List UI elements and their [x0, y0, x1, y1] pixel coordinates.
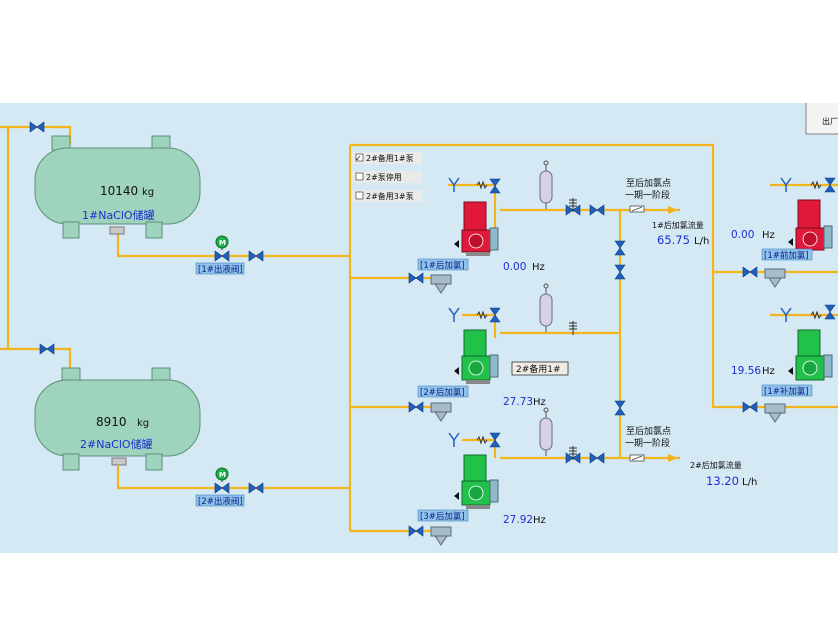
cal-column-2 — [539, 283, 553, 333]
outlet-valve-1-tag: [1#出液阀] — [195, 262, 245, 275]
pump-2-label: [2#后加氯] — [420, 387, 465, 398]
standby-option-2-label: 2#泵停用 — [366, 172, 402, 182]
outlet-valve-1[interactable]: M — [214, 235, 230, 262]
pump-1-unit: Hz — [532, 262, 545, 273]
pump-2-unit: Hz — [533, 397, 546, 408]
pump-2[interactable] — [448, 307, 501, 384]
outlet-valve-2-tag: [2#出液阀] — [195, 494, 245, 507]
corner-info-text: 出厂 — [822, 116, 838, 126]
cal-column-3 — [539, 407, 553, 457]
pump-1-inlet-valve[interactable] — [408, 272, 424, 284]
tank-2[interactable]: 8910 kg 2#NaClO储罐 — [34, 367, 201, 471]
pump-1-label: [1#后加氯] — [420, 260, 465, 271]
standby-option-3-label: 2#备用3#泵 — [366, 191, 414, 201]
right-pump-1-tag: [1#前加氯] — [761, 248, 813, 261]
tank-1-unit: kg — [142, 187, 154, 198]
crossover-valve-1[interactable] — [614, 240, 626, 256]
pump-2-freq: 27.73 — [503, 396, 533, 408]
tank-2-unit: kg — [137, 418, 149, 429]
standby-option-1-label: 2#备用1#泵 — [366, 153, 414, 163]
discharge-valve-1b[interactable] — [589, 204, 605, 216]
flow-1-value: 65.75 — [657, 233, 690, 247]
pump-3-tag: [3#后加氯] — [417, 509, 469, 522]
outlet-valve-1-label: [1#出液阀] — [198, 264, 243, 275]
standby-status-box: 2#备用1# — [511, 361, 569, 376]
right-pump-2-inlet-valve[interactable] — [742, 401, 758, 413]
discharge-valve-3b[interactable] — [589, 452, 605, 464]
tank-2-weight: 8910 — [96, 415, 127, 429]
right-pump-1[interactable] — [780, 177, 836, 251]
standby-option-3[interactable]: 2#备用3#泵 — [352, 190, 422, 202]
motor-badge-2: M — [219, 471, 226, 479]
right-pump-1-label: [1#前加氯] — [764, 250, 809, 261]
right-pump-1-inlet-valve[interactable] — [742, 266, 758, 278]
pump-2-filter — [430, 402, 452, 422]
right-pump-1-freq: 0.00 — [731, 229, 754, 241]
crossover-valve-3[interactable] — [614, 400, 626, 416]
right-pump-1-filter — [764, 268, 786, 288]
outlet-valve-2-label: [2#出液阀] — [198, 496, 243, 507]
destination-2: 至后加氯点 一期一阶段 2#后加氯流量 13.20 L/h — [625, 425, 757, 488]
pump-2-inlet-valve[interactable] — [408, 401, 424, 413]
right-pump-2-freq: 19.56 — [731, 365, 761, 377]
tank-2-name: 2#NaClO储罐 — [80, 437, 153, 451]
standby-option-1-check: ✓ — [355, 154, 362, 163]
pump-2-tag: [2#后加氯] — [417, 385, 469, 398]
destination-2-line1: 至后加氯点 — [626, 425, 671, 437]
tank-1-weight: 10140 — [100, 184, 138, 198]
right-pump-2[interactable] — [780, 304, 836, 381]
standby-status-text: 2#备用1# — [516, 363, 561, 375]
flow-2-label: 2#后加氯流量 — [690, 460, 742, 470]
right-pump-2-tag: [1#补加氯] — [761, 384, 813, 397]
tank-1[interactable]: 10140 kg 1#NaClO储罐 — [34, 135, 201, 239]
flow-1-unit: L/h — [694, 236, 709, 247]
pump-3-freq: 27.92 — [503, 514, 533, 526]
destination-2-line2: 一期一阶段 — [625, 437, 670, 449]
standby-option-1[interactable]: ✓ 2#备用1#泵 — [352, 152, 422, 164]
right-pump-1-unit: Hz — [762, 230, 775, 241]
motor-badge-1: M — [219, 239, 226, 247]
inlet-valve-1[interactable] — [29, 121, 45, 133]
pump-1-filter — [430, 274, 452, 294]
pump-3-label: [3#后加氯] — [420, 511, 465, 522]
flow-1-label: 1#后加氯流量 — [652, 220, 704, 230]
destination-1-line1: 至后加氯点 — [626, 177, 671, 189]
pump-1[interactable] — [448, 177, 501, 256]
standby-option-2[interactable]: 2#泵停用 — [352, 171, 422, 183]
outlet-valve-2[interactable]: M — [214, 467, 230, 494]
pump-3-unit: Hz — [533, 515, 546, 526]
pump-3[interactable] — [448, 432, 501, 509]
cal-column-1 — [539, 160, 553, 210]
crossover-valve-2[interactable] — [614, 264, 626, 280]
pump-1-tag: [1#后加氯] — [417, 258, 469, 271]
corner-info-box: 出厂 — [805, 103, 838, 135]
pump-3-inlet-valve[interactable] — [408, 525, 424, 537]
right-pump-2-filter — [764, 403, 786, 423]
flow-2-value: 13.20 — [706, 474, 739, 488]
destination-1-line2: 一期一阶段 — [625, 189, 670, 201]
process-mimic-panel: 10140 kg 1#NaClO储罐 8910 kg 2#NaClO储罐 M [… — [0, 103, 838, 553]
inlet-valve-2[interactable] — [39, 343, 55, 355]
manual-valve-2[interactable] — [248, 482, 264, 494]
manual-valve-1[interactable] — [248, 250, 264, 262]
tank-1-name: 1#NaClO储罐 — [82, 208, 155, 222]
flow-2-unit: L/h — [742, 477, 757, 488]
standby-options: ✓ 2#备用1#泵 2#泵停用 2#备用3#泵 — [352, 152, 422, 202]
destination-1: 至后加氯点 一期一阶段 1#后加氯流量 65.75 L/h — [625, 177, 709, 247]
right-pump-2-label: [1#补加氯] — [764, 386, 809, 397]
pump-3-filter — [430, 526, 452, 546]
pump-1-freq: 0.00 — [503, 261, 526, 273]
right-pump-2-unit: Hz — [762, 366, 775, 377]
